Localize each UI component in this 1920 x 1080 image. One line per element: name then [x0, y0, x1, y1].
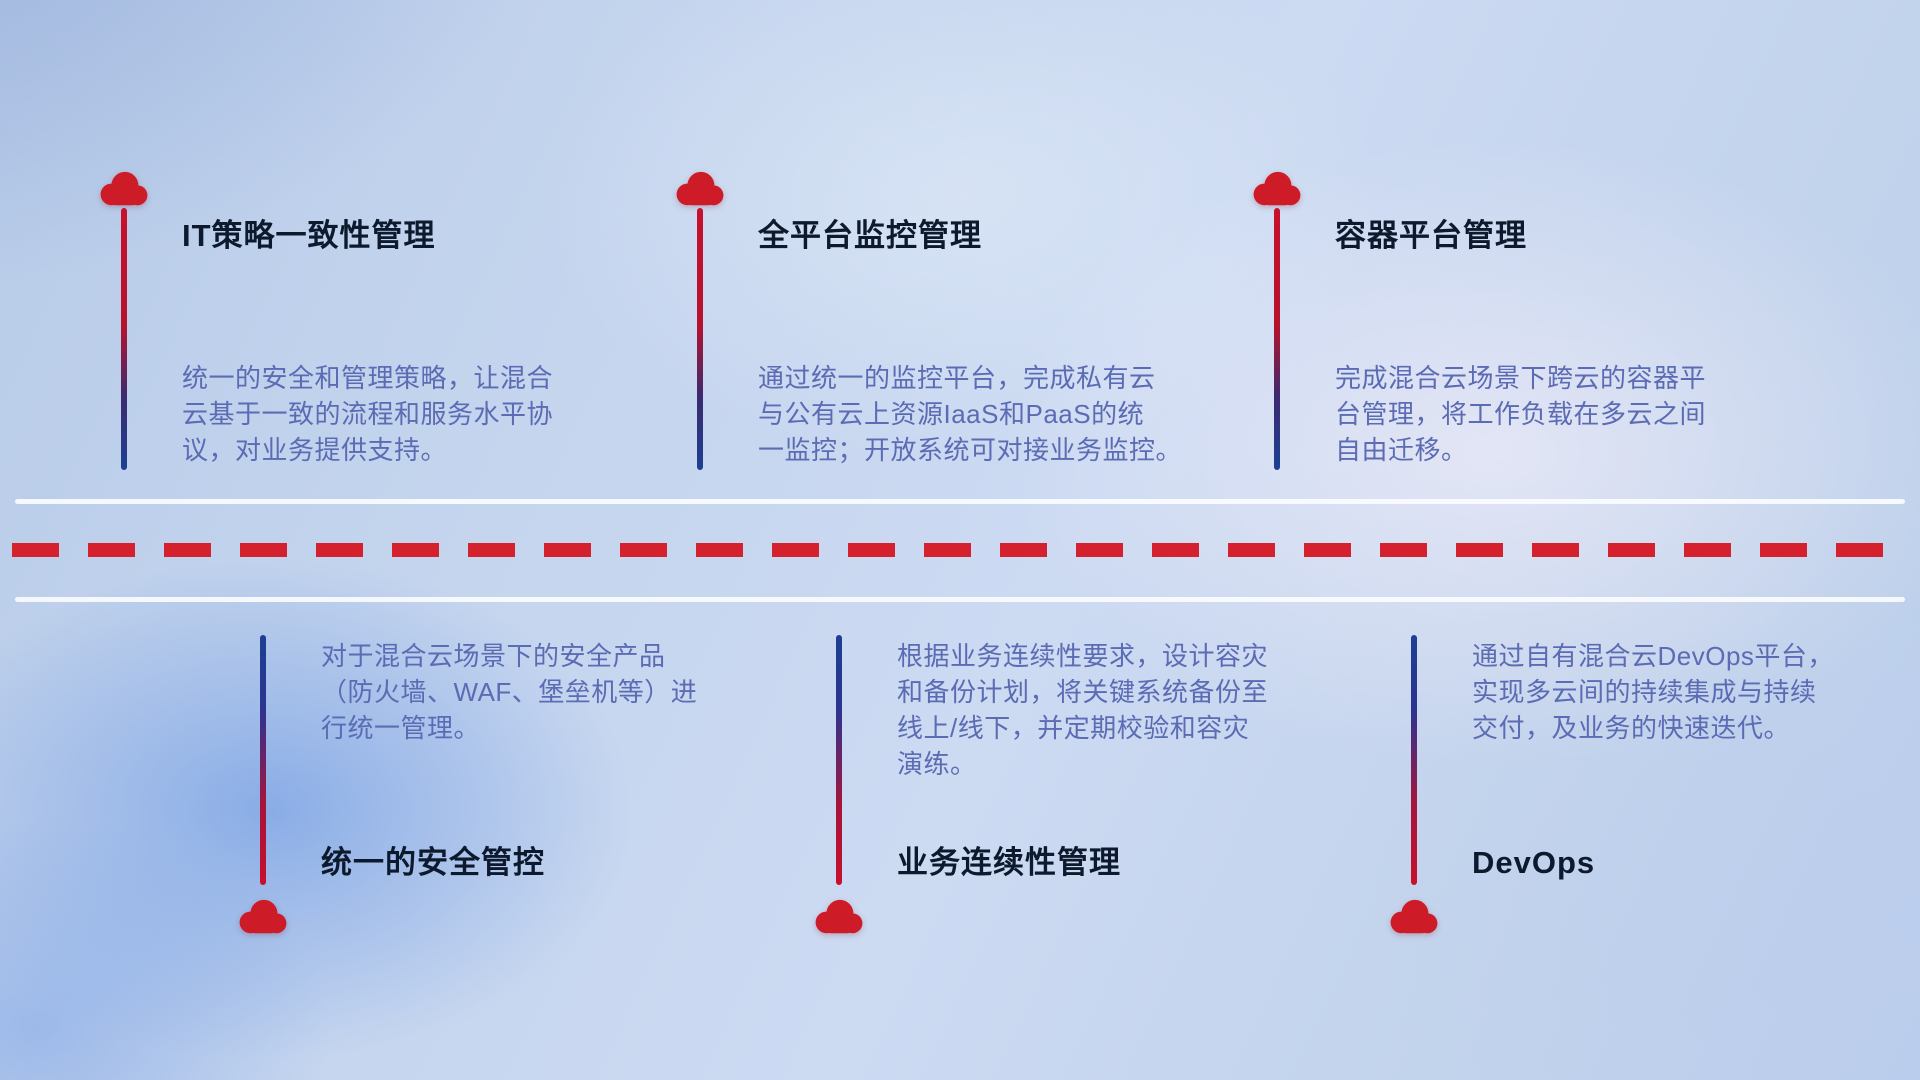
timeline-stem [697, 208, 703, 470]
feature-item-monitoring: 全平台监控管理 通过统一的监控平台，完成私有云 与公有云上资源IaaS和PaaS… [673, 170, 1273, 480]
feature-item-container-platform: 容器平台管理 完成混合云场景下跨云的容器平 台管理，将工作负载在多云之间 自由迁… [1250, 170, 1850, 480]
feature-title: IT策略一致性管理 [182, 218, 436, 253]
divider-solid-line-bottom [15, 597, 1905, 602]
cloud-icon [812, 898, 866, 936]
divider-dashed-line [12, 543, 1908, 557]
cloud-icon [97, 170, 151, 208]
feature-item-business-continuity: 根据业务连续性要求，设计容灾 和备份计划，将关键系统备份至 线上/线下，并定期校… [812, 630, 1412, 950]
feature-title: DevOps [1472, 845, 1596, 880]
feature-description: 统一的安全和管理策略，让混合 云基于一致的流程和服务水平协 议，对业务提供支持。 [182, 363, 554, 465]
feature-description: 对于混合云场景下的安全产品 （防火墙、WAF、堡垒机等）进 行统一管理。 [321, 641, 698, 743]
divider-solid-line-top [15, 499, 1905, 504]
feature-item-security: 对于混合云场景下的安全产品 （防火墙、WAF、堡垒机等）进 行统一管理。 统一的… [236, 630, 836, 950]
feature-description: 完成混合云场景下跨云的容器平 台管理，将工作负载在多云之间 自由迁移。 [1335, 363, 1707, 465]
cloud-icon [236, 898, 290, 936]
timeline-stem [121, 208, 127, 470]
feature-description: 根据业务连续性要求，设计容灾 和备份计划，将关键系统备份至 线上/线下，并定期校… [897, 641, 1269, 779]
cloud-icon [1387, 898, 1441, 936]
feature-description: 通过自有混合云DevOps平台， 实现多云间的持续集成与持续 交付，及业务的快速… [1472, 641, 1834, 743]
cloud-icon [673, 170, 727, 208]
feature-title: 统一的安全管控 [321, 845, 545, 880]
timeline-stem [836, 635, 842, 885]
timeline-stem [260, 635, 266, 885]
cloud-icon [1250, 170, 1304, 208]
timeline-stem [1274, 208, 1280, 470]
feature-title: 全平台监控管理 [758, 218, 982, 253]
feature-description: 通过统一的监控平台，完成私有云 与公有云上资源IaaS和PaaS的统 一监控；开… [758, 363, 1183, 465]
feature-title: 容器平台管理 [1335, 218, 1527, 253]
feature-item-devops: 通过自有混合云DevOps平台， 实现多云间的持续集成与持续 交付，及业务的快速… [1387, 630, 1920, 950]
timeline-stem [1411, 635, 1417, 885]
feature-title: 业务连续性管理 [897, 845, 1121, 880]
feature-item-it-policy: IT策略一致性管理 统一的安全和管理策略，让混合 云基于一致的流程和服务水平协 … [97, 170, 697, 480]
